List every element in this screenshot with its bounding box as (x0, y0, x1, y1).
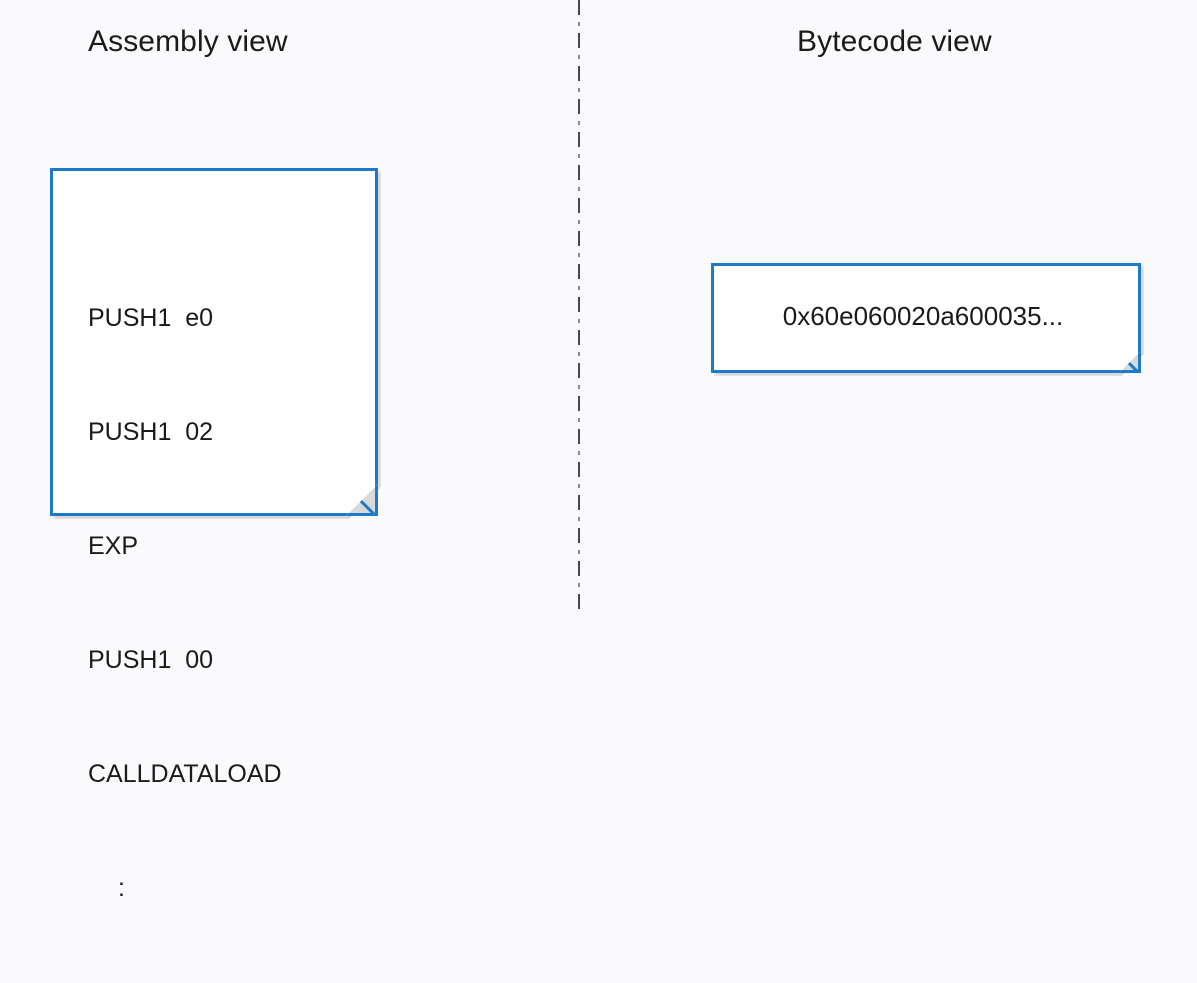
assembly-line: CALLDATALOAD (88, 760, 282, 788)
diagram-canvas: Assembly view PUSH1 e0 PUSH1 02 EXP PUSH… (0, 0, 1197, 609)
assembly-card-body (50, 168, 378, 516)
assembly-instruction-list: PUSH1 e0 PUSH1 02 EXP PUSH1 00 CALLDATAL… (88, 223, 282, 983)
assembly-line: PUSH1 02 (88, 418, 214, 446)
bytecode-view-title: Bytecode view (797, 25, 992, 58)
assembly-document-card[interactable]: PUSH1 e0 PUSH1 02 EXP PUSH1 00 CALLDATAL… (50, 168, 378, 902)
assembly-line: PUSH1 e0 (88, 304, 214, 332)
assembly-line: EXP (88, 532, 139, 560)
bytecode-document-card[interactable]: 0x60e060020a600035... (711, 263, 1141, 373)
bytecode-card-body (711, 263, 1141, 373)
bytecode-hex-string: 0x60e060020a600035... (782, 300, 1064, 331)
assembly-view-title: Assembly view (88, 25, 288, 58)
vertical-dash-dot-divider (578, 0, 580, 609)
assembly-line: PUSH1 00 (88, 646, 214, 674)
assembly-continuation-ellipsis: : (118, 874, 125, 902)
